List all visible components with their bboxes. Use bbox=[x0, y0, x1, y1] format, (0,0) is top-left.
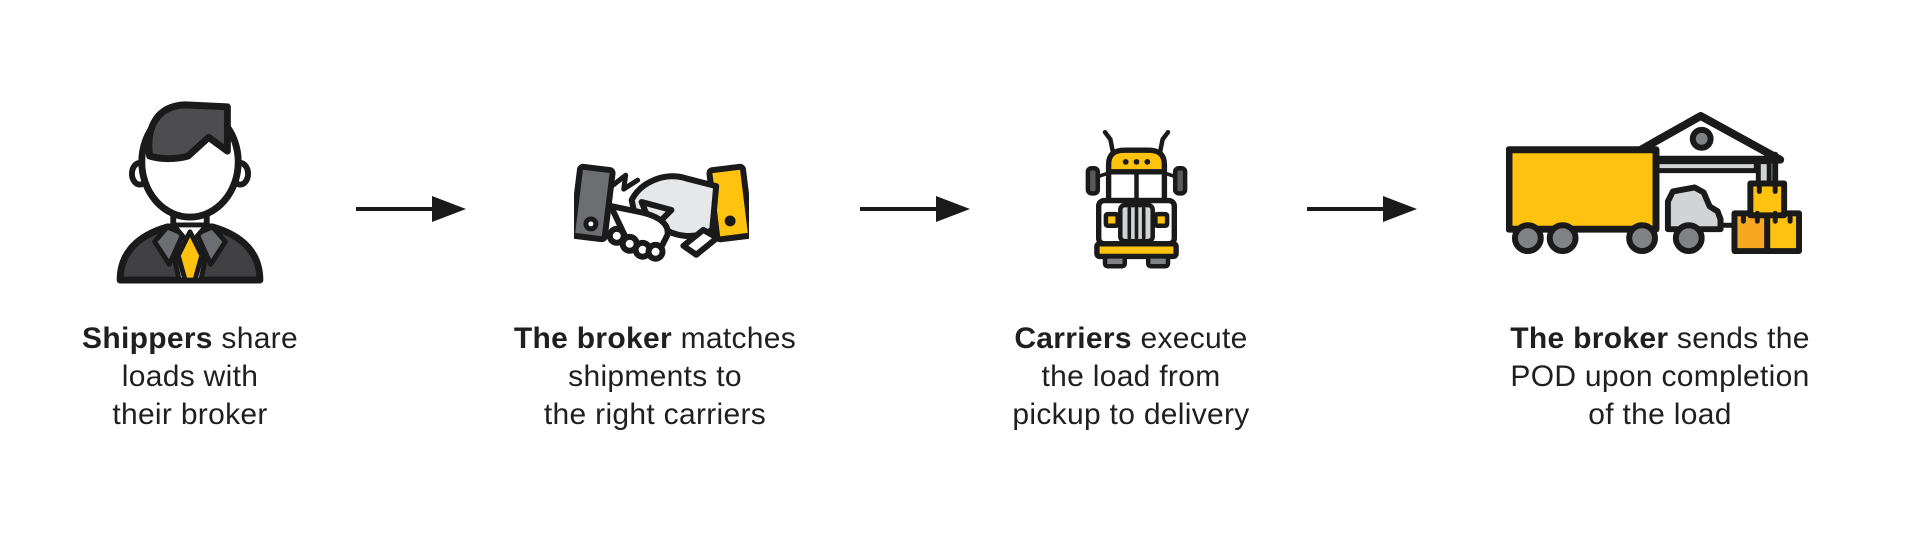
caption-line: The broker sends the bbox=[1455, 320, 1865, 358]
caption-line: Carriers execute bbox=[971, 320, 1291, 358]
caption-text: execute bbox=[1131, 322, 1248, 355]
caption-text: share bbox=[212, 322, 298, 355]
step3-caption: Carriers execute the load from pickup to… bbox=[971, 320, 1291, 434]
caption-line: The broker matches bbox=[495, 320, 815, 358]
caption-bold: Shippers bbox=[82, 322, 213, 355]
caption-line: loads with bbox=[121, 360, 259, 393]
caption-line: of the load bbox=[1588, 398, 1732, 431]
caption-line: POD upon completion bbox=[1510, 360, 1810, 393]
handshake-icon bbox=[574, 163, 749, 262]
caption-text: sends the bbox=[1668, 322, 1810, 355]
caption-line: shipments to bbox=[568, 360, 742, 393]
step2-caption: The broker matches shipments to the righ… bbox=[495, 320, 815, 434]
caption-line: pickup to delivery bbox=[1012, 398, 1250, 431]
caption-bold: Carriers bbox=[1014, 322, 1132, 355]
flow-arrow-icon bbox=[356, 196, 466, 222]
flow-arrow-icon bbox=[860, 196, 970, 222]
caption-bold: The broker bbox=[1510, 322, 1669, 355]
step4-caption: The broker sends the POD upon completion… bbox=[1455, 320, 1865, 434]
semi-truck-front-icon bbox=[1085, 129, 1188, 269]
caption-line: the load from bbox=[1041, 360, 1221, 393]
caption-text: matches bbox=[671, 322, 797, 355]
businessman-icon bbox=[116, 101, 264, 284]
flow-arrow-icon bbox=[1307, 196, 1417, 222]
caption-bold: The broker bbox=[513, 322, 672, 355]
truck-at-warehouse-icon bbox=[1506, 111, 1803, 255]
caption-line: their broker bbox=[112, 398, 268, 431]
caption-line: the right carriers bbox=[543, 398, 767, 431]
caption-line: Shippers share bbox=[30, 320, 350, 358]
step1-caption: Shippers share loads with their broker bbox=[30, 320, 350, 434]
